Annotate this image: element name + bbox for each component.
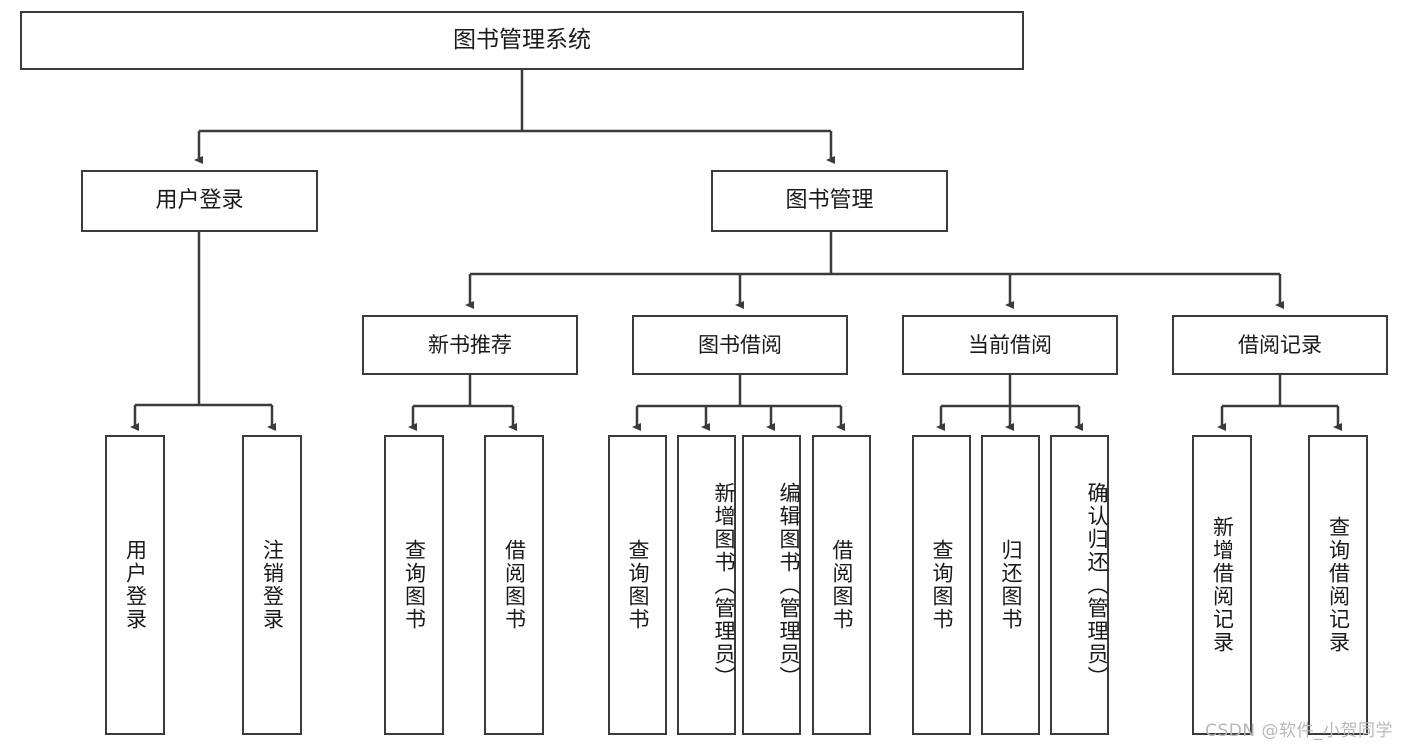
node-leaf-add-book[interactable]: 新增图书（管理员）: [677, 435, 736, 735]
node-leaf-borrow-book-1[interactable]: 借阅图书: [484, 435, 544, 735]
node-leaf-confirm-return-label: 确认归还（管理员）: [1085, 481, 1109, 689]
node-user-login-label: 用户登录: [155, 188, 244, 214]
node-new-book-recommend[interactable]: 新书推荐: [362, 315, 578, 375]
node-leaf-add-record[interactable]: 新增借阅记录: [1192, 435, 1252, 735]
node-leaf-edit-book[interactable]: 编辑图书（管理员）: [742, 435, 801, 735]
node-leaf-query-record[interactable]: 查询借阅记录: [1308, 435, 1368, 735]
node-borrow-record[interactable]: 借阅记录: [1172, 315, 1388, 375]
node-leaf-query-book-3-label: 查询图书: [930, 539, 954, 631]
node-leaf-confirm-return[interactable]: 确认归还（管理员）: [1050, 435, 1109, 735]
node-leaf-query-book-3[interactable]: 查询图书: [912, 435, 971, 735]
node-leaf-query-book-1-label: 查询图书: [402, 539, 427, 631]
node-book-borrow-label: 图书借阅: [698, 332, 782, 357]
node-leaf-edit-book-label: 编辑图书（管理员）: [777, 481, 801, 689]
node-leaf-query-book-2[interactable]: 查询图书: [608, 435, 667, 735]
node-book-borrow[interactable]: 图书借阅: [632, 315, 848, 375]
node-leaf-user-login[interactable]: 用户登录: [105, 435, 165, 735]
node-leaf-borrow-book-1-label: 借阅图书: [502, 539, 527, 631]
node-new-book-recommend-label: 新书推荐: [428, 332, 512, 357]
node-leaf-query-record-label: 查询借阅记录: [1326, 516, 1351, 654]
node-leaf-borrow-book-2[interactable]: 借阅图书: [812, 435, 871, 735]
node-root-label: 图书管理系统: [453, 27, 591, 54]
node-leaf-return-book[interactable]: 归还图书: [981, 435, 1040, 735]
node-leaf-logout[interactable]: 注销登录: [242, 435, 302, 735]
node-borrow-record-label: 借阅记录: [1238, 332, 1322, 357]
node-current-borrow-label: 当前借阅: [968, 332, 1052, 357]
node-book-management-label: 图书管理: [785, 188, 874, 214]
node-current-borrow[interactable]: 当前借阅: [902, 315, 1118, 375]
node-leaf-add-record-label: 新增借阅记录: [1210, 516, 1235, 654]
node-leaf-query-book-2-label: 查询图书: [626, 539, 650, 631]
node-leaf-query-book-1[interactable]: 查询图书: [384, 435, 444, 735]
node-root[interactable]: 图书管理系统: [20, 11, 1024, 70]
node-leaf-borrow-book-2-label: 借阅图书: [830, 539, 854, 631]
node-leaf-add-book-label: 新增图书（管理员）: [712, 481, 736, 689]
node-leaf-return-book-label: 归还图书: [999, 539, 1023, 631]
node-leaf-logout-label: 注销登录: [260, 539, 285, 631]
node-book-management[interactable]: 图书管理: [711, 170, 948, 232]
node-user-login[interactable]: 用户登录: [81, 170, 318, 232]
node-leaf-user-login-label: 用户登录: [123, 539, 148, 631]
watermark: CSDN @软件_小贺同学: [1205, 721, 1393, 741]
